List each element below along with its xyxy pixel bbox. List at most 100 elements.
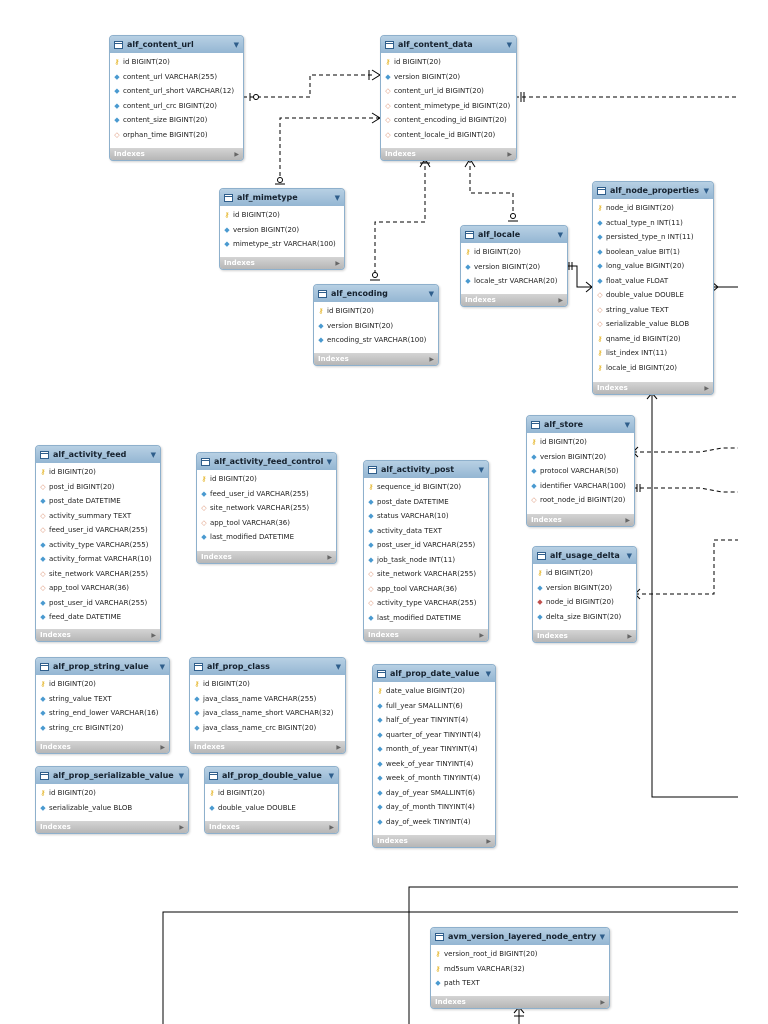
table-header[interactable]: alf_encoding▼ (314, 285, 438, 302)
column-row[interactable]: ◆string_value TEXT (36, 692, 169, 707)
column-row[interactable]: ◆day_of_month TINYINT(4) (373, 800, 495, 815)
column-row[interactable]: ⚷id BIGINT(20) (461, 245, 567, 260)
table-header[interactable]: alf_prop_serializable_value▼ (36, 767, 188, 784)
column-row[interactable]: ◆week_of_year TINYINT(4) (373, 757, 495, 772)
column-row[interactable]: ◆post_user_id VARCHAR(255) (36, 596, 160, 611)
column-row[interactable]: ◆node_id BIGINT(20) (533, 595, 636, 610)
column-row[interactable]: ◆last_modified DATETIME (197, 530, 336, 545)
collapse-chevron-icon[interactable]: ▼ (478, 465, 484, 474)
table-header[interactable]: alf_prop_class▼ (190, 658, 345, 675)
collapse-chevron-icon[interactable]: ▼ (233, 40, 239, 49)
expand-arrow-icon[interactable]: ▶ (479, 631, 484, 639)
column-row[interactable]: ◆feed_user_id VARCHAR(255) (197, 487, 336, 502)
column-row[interactable]: ⚷id BIGINT(20) (197, 472, 336, 487)
table-header[interactable]: alf_content_url▼ (110, 36, 243, 53)
column-row[interactable]: ⚷sequence_id BIGINT(20) (364, 480, 488, 495)
column-row[interactable]: ◇content_mimetype_id BIGINT(20) (381, 99, 516, 114)
collapse-chevron-icon[interactable]: ▼ (178, 771, 184, 780)
indexes-bar[interactable]: Indexes▶ (431, 996, 609, 1008)
collapse-chevron-icon[interactable]: ▼ (335, 662, 341, 671)
column-row[interactable]: ◆long_value BIGINT(20) (593, 259, 713, 274)
expand-arrow-icon[interactable]: ▶ (335, 259, 340, 267)
column-row[interactable]: ◆job_task_node INT(11) (364, 553, 488, 568)
column-row[interactable]: ⚷id BIGINT(20) (314, 304, 438, 319)
table-alf-node-properties[interactable]: alf_node_properties▼⚷node_id BIGINT(20)◆… (592, 181, 714, 395)
column-row[interactable]: ◇site_network VARCHAR(255) (36, 567, 160, 582)
expand-arrow-icon[interactable]: ▶ (600, 998, 605, 1006)
indexes-bar[interactable]: Indexes▶ (593, 382, 713, 394)
table-alf-store[interactable]: alf_store▼ ⚷id BIGINT(20)◆version BIGINT(… (526, 415, 635, 527)
column-row[interactable]: ◆delta_size BIGINT(20) (533, 610, 636, 625)
column-row[interactable]: ⚷id BIGINT(20) (527, 435, 634, 450)
column-row[interactable]: ◆string_end_lower VARCHAR(16) (36, 706, 169, 721)
column-row[interactable]: ◆version BIGINT(20) (527, 450, 634, 465)
column-row[interactable]: ◆feed_date DATETIME (36, 610, 160, 625)
collapse-chevron-icon[interactable]: ▼ (150, 450, 156, 459)
column-row[interactable]: ⚷date_value BIGINT(20) (373, 684, 495, 699)
column-row[interactable]: ⚷id BIGINT(20) (205, 786, 338, 801)
column-row[interactable]: ⚷list_index INT(11) (593, 346, 713, 361)
collapse-chevron-icon[interactable]: ▼ (557, 230, 563, 239)
column-row[interactable]: ◇serializable_value BLOB (593, 317, 713, 332)
expand-arrow-icon[interactable]: ▶ (329, 823, 334, 831)
column-row[interactable]: ◆java_class_name VARCHAR(255) (190, 692, 345, 707)
indexes-bar[interactable]: Indexes▶ (533, 630, 636, 642)
collapse-chevron-icon[interactable]: ▼ (626, 551, 632, 560)
indexes-bar[interactable]: Indexes▶ (205, 821, 338, 833)
column-row[interactable]: ◆string_crc BIGINT(20) (36, 721, 169, 736)
table-alf-prop-double-value[interactable]: alf_prop_double_value▼⚷id BIGINT(20)◆dou… (204, 766, 339, 834)
column-row[interactable]: ⚷qname_id BIGINT(20) (593, 332, 713, 347)
table-alf-activity-feed-control[interactable]: alf_activity_feed_control▼ ⚷id BIGINT(20)… (196, 452, 337, 564)
column-row[interactable]: ◇activity_type VARCHAR(255) (364, 596, 488, 611)
column-row[interactable]: ◆actual_type_n INT(11) (593, 216, 713, 231)
indexes-bar[interactable]: Indexes▶ (36, 629, 160, 641)
column-row[interactable]: ◆serializable_value BLOB (36, 801, 188, 816)
table-header[interactable]: alf_content_data▼ (381, 36, 516, 53)
column-row[interactable]: ◇app_tool VARCHAR(36) (197, 516, 336, 531)
table-header[interactable]: alf_activity_post▼ (364, 461, 488, 478)
column-row[interactable]: ◇content_locale_id BIGINT(20) (381, 128, 516, 143)
expand-arrow-icon[interactable]: ▶ (151, 631, 156, 639)
column-row[interactable]: ◆full_year SMALLINT(6) (373, 699, 495, 714)
column-row[interactable]: ⚷md5sum VARCHAR(32) (431, 962, 609, 977)
column-row[interactable]: ◆encoding_str VARCHAR(100) (314, 333, 438, 348)
table-header[interactable]: alf_locale▼ (461, 226, 567, 243)
expand-arrow-icon[interactable]: ▶ (558, 296, 563, 304)
column-row[interactable]: ◆identifier VARCHAR(100) (527, 479, 634, 494)
column-row[interactable]: ⚷id BIGINT(20) (36, 465, 160, 480)
table-header[interactable]: alf_node_properties▼ (593, 182, 713, 199)
table-avm-version-layered-node-entry[interactable]: avm_version_layered_node_entry▼⚷version_… (430, 927, 610, 1009)
column-row[interactable]: ⚷version_root_id BIGINT(20) (431, 947, 609, 962)
column-row[interactable]: ◇app_tool VARCHAR(36) (364, 582, 488, 597)
collapse-chevron-icon[interactable]: ▼ (703, 186, 709, 195)
column-row[interactable]: ◆boolean_value BIT(1) (593, 245, 713, 260)
column-row[interactable]: ◆half_of_year TINYINT(4) (373, 713, 495, 728)
column-row[interactable]: ◆version BIGINT(20) (314, 319, 438, 334)
column-row[interactable]: ⚷id BIGINT(20) (110, 55, 243, 70)
column-row[interactable]: ◆protocol VARCHAR(50) (527, 464, 634, 479)
column-row[interactable]: ⚷id BIGINT(20) (381, 55, 516, 70)
collapse-chevron-icon[interactable]: ▼ (485, 669, 491, 678)
expand-arrow-icon[interactable]: ▶ (486, 837, 491, 845)
column-row[interactable]: ◆double_value DOUBLE (205, 801, 338, 816)
column-row[interactable]: ⚷locale_id BIGINT(20) (593, 361, 713, 376)
column-row[interactable]: ⚷id BIGINT(20) (533, 566, 636, 581)
table-header[interactable]: alf_activity_feed_control▼ (197, 453, 336, 470)
table-alf-prop-serializable-value[interactable]: alf_prop_serializable_value▼⚷id BIGINT(2… (35, 766, 189, 834)
column-row[interactable]: ◆activity_type VARCHAR(255) (36, 538, 160, 553)
table-alf-encoding[interactable]: alf_encoding▼ ⚷id BIGINT(20)◆version BIGI… (313, 284, 439, 366)
column-row[interactable]: ◆status VARCHAR(10) (364, 509, 488, 524)
collapse-chevron-icon[interactable]: ▼ (159, 662, 165, 671)
column-row[interactable]: ◆content_url_short VARCHAR(12) (110, 84, 243, 99)
expand-arrow-icon[interactable]: ▶ (704, 384, 709, 392)
column-row[interactable]: ⚷id BIGINT(20) (220, 208, 344, 223)
column-row[interactable]: ◆version BIGINT(20) (533, 581, 636, 596)
column-row[interactable]: ◆last_modified DATETIME (364, 611, 488, 626)
column-row[interactable]: ◇double_value DOUBLE (593, 288, 713, 303)
column-row[interactable]: ◇post_id BIGINT(20) (36, 480, 160, 495)
table-header[interactable]: alf_activity_feed▼ (36, 446, 160, 463)
collapse-chevron-icon[interactable]: ▼ (599, 932, 605, 941)
table-header[interactable]: alf_mimetype▼ (220, 189, 344, 206)
table-header[interactable]: alf_store▼ (527, 416, 634, 433)
expand-arrow-icon[interactable]: ▶ (627, 632, 632, 640)
